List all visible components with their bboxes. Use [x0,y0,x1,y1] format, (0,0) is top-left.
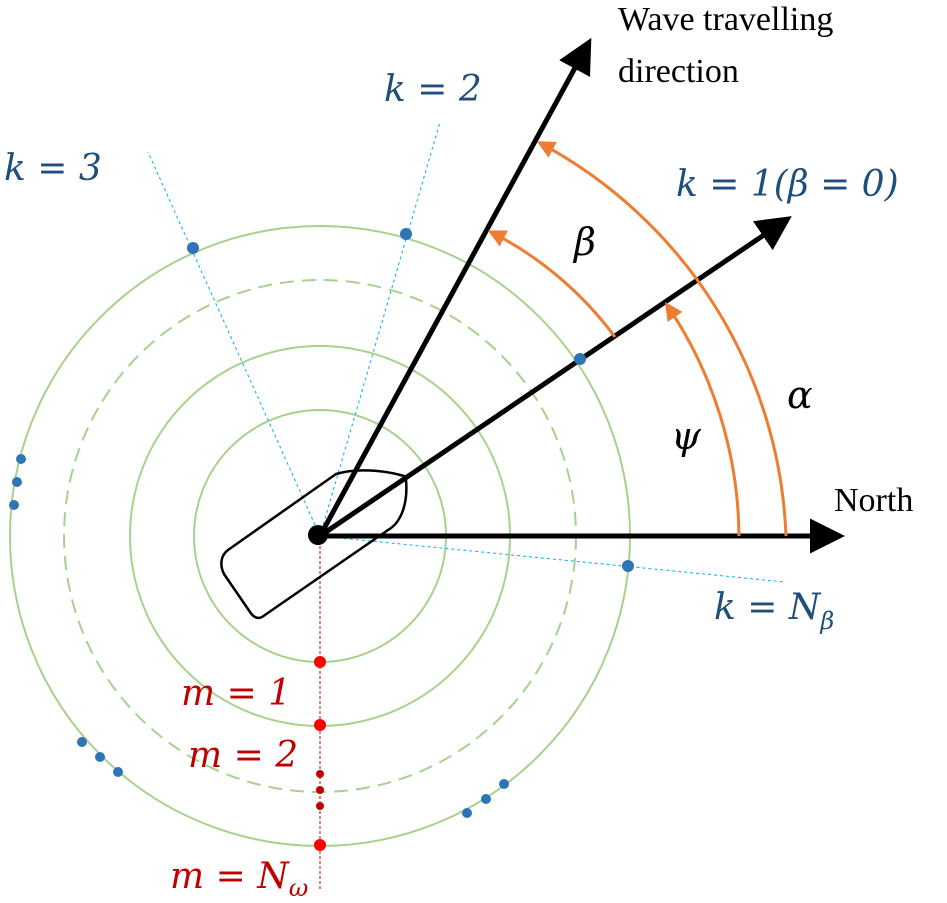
dot-mN [314,839,326,851]
dot-ellipsis-1 [316,770,324,778]
label-k1: k = 1(β = 0) [676,164,899,205]
label-north: North [834,482,913,519]
dot-lowerleft-2 [95,752,105,762]
label-k2: k = 2 [384,69,482,110]
label-mN-sub: ω [289,874,309,902]
wave-direction-label-line1: Wave travelling [618,1,833,38]
angle-arcs [487,141,788,537]
wave-direction-label-line2: direction [618,53,739,90]
dot-ellipsis-2 [316,786,324,794]
dot-left-1 [16,454,26,464]
frequency-dots [314,656,326,851]
label-k3: k = 3 [4,148,102,189]
axes [317,37,845,554]
dot-k1 [574,353,586,365]
dot-lowerleft-1 [77,737,87,747]
dot-ellipsis-3 [316,802,324,810]
wave-direction-arrow [317,37,592,538]
label-kN: k = Nβ [714,587,834,635]
k1-arrow [318,216,792,539]
arc-psi [664,302,741,537]
boat-outline [220,469,408,620]
label-m2: m = 2 [188,735,298,776]
dot-lowerleft-3 [113,767,123,777]
label-m1: m = 1 [181,673,291,714]
label-kN-sub: β [819,607,834,635]
line-kN [319,535,786,583]
label-mN: m = Nω [170,856,308,902]
dot-left-2 [12,477,22,487]
origin-point [308,525,328,545]
dot-lowerright-2 [481,794,491,804]
direction-dots [9,228,634,818]
dot-lowerright-1 [462,808,472,818]
direction-lines [147,121,786,583]
label-beta: β [572,220,596,264]
text-labels: Wave travelling direction k = 2 k = 3 k … [4,1,913,902]
arc-alpha [536,141,788,537]
line-k3 [147,151,321,537]
dot-m1 [314,656,326,668]
dot-m2 [314,719,326,731]
dot-k3 [187,242,199,254]
label-alpha: α [787,373,813,417]
label-kN-main: k = N [714,587,822,628]
dot-kN [622,560,634,572]
label-mN-main: m = N [170,856,290,897]
arc-beta [487,230,617,338]
dot-lowerright-3 [499,779,509,789]
dot-k2 [400,228,412,240]
dot-left-3 [9,500,19,510]
label-psi: ψ [671,414,702,458]
